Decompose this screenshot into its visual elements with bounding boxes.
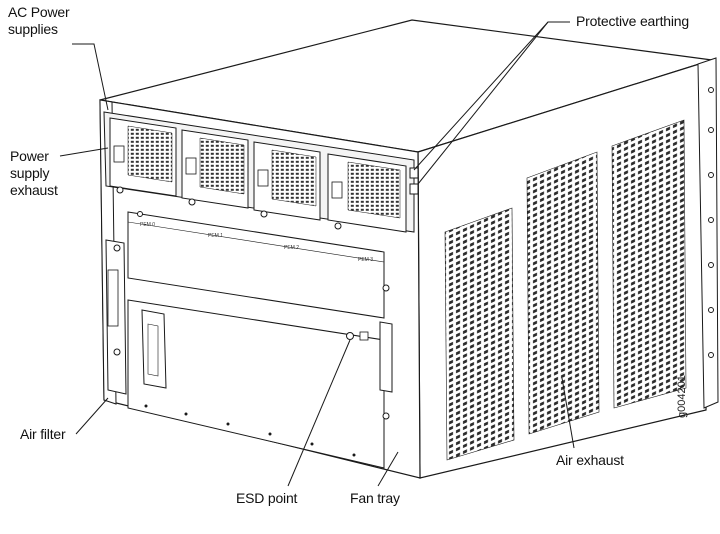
right-rail: [379, 321, 393, 393]
psu-label-1: PEM 1: [208, 233, 223, 239]
figure-id: g004201: [676, 375, 688, 418]
fan-tray: [127, 299, 385, 469]
chassis-rear-flange: [697, 57, 719, 409]
callout-leaders: [59, 21, 575, 487]
pem-label-panel: [127, 211, 385, 319]
air-exhaust-grill-2: [526, 151, 600, 435]
power-supply-2: [253, 141, 321, 221]
label-protective-earthing: Protective earthing: [576, 13, 689, 29]
air-exhaust-grill-3: [611, 119, 687, 409]
power-supply-0: [109, 117, 177, 197]
label-ac-power-supplies: AC Power supplies: [8, 4, 70, 37]
esd-point-jack: [346, 332, 354, 340]
label-power-supply-exhaust: Power supply exhaust: [10, 148, 58, 198]
power-supply-3: [327, 153, 407, 233]
bottom-screws: [144, 404, 356, 457]
psu-label-2: PEM 2: [284, 245, 299, 251]
label-air-exhaust: Air exhaust: [556, 452, 624, 468]
psu-label-3: PEM 3: [358, 257, 373, 263]
label-fan-tray: Fan tray: [350, 490, 400, 506]
psu-label-0: PEM 0: [140, 222, 155, 228]
power-supply-1: [181, 129, 249, 209]
flange-holes: [708, 87, 714, 358]
label-air-filter: Air filter: [20, 426, 66, 442]
air-exhaust-grill-1: [444, 207, 515, 461]
earthing-lugs: [409, 167, 419, 195]
front-screws: [113, 211, 390, 420]
label-esd-point: ESD point: [236, 490, 298, 506]
fan-tray-led: [359, 331, 369, 341]
